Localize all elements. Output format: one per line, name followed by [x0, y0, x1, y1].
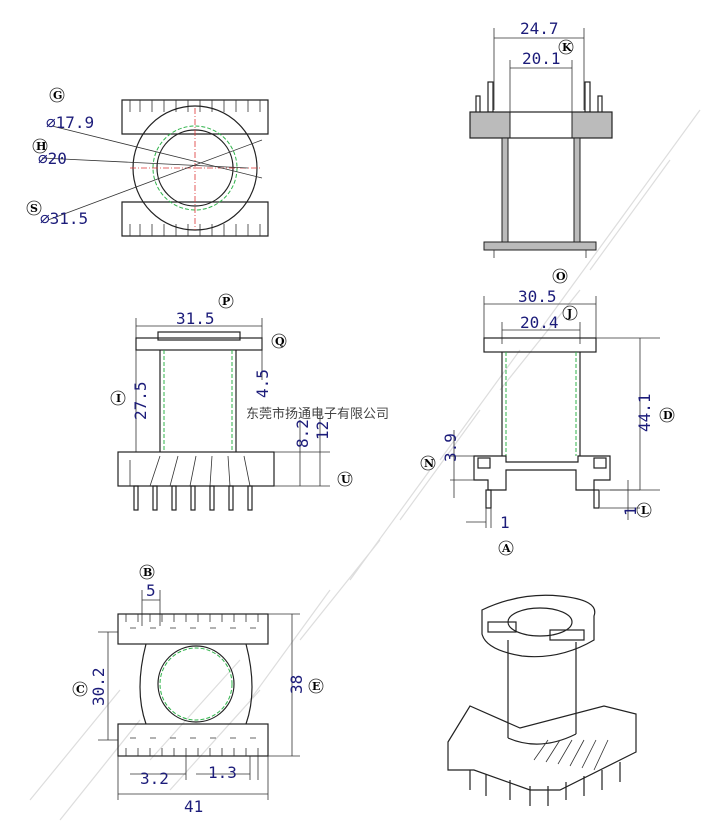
label-P-circle [218, 293, 234, 309]
watermark-text: 东莞市扬通电子有限公司 [246, 406, 389, 422]
dim-Q-value: 4.5 [253, 369, 272, 398]
label-N: N [424, 457, 434, 470]
label-I-circle [110, 390, 126, 406]
label-P: P [222, 295, 230, 308]
label-H: H [36, 140, 46, 153]
label-U: U [341, 473, 351, 486]
dim-D-value: 44.1 [635, 393, 654, 432]
dim-P-value: 31.5 [176, 309, 215, 328]
dim-41: 41 [184, 797, 203, 816]
label-D: D [663, 409, 673, 422]
label-D-circle [659, 407, 675, 423]
label-G-circle [49, 87, 65, 103]
label-S-circle [26, 200, 42, 216]
dim-J-outer: 30.5 [518, 287, 557, 306]
section-view [469, 28, 613, 258]
label-U-circle [337, 471, 353, 487]
label-A-circle [498, 540, 514, 556]
label-A: A [501, 542, 511, 555]
dim-I-value: 27.5 [131, 381, 150, 420]
label-K: K [562, 41, 572, 54]
label-C: C [76, 683, 85, 696]
dim-K-inner: 20.1 [522, 49, 561, 68]
label-G: G [53, 89, 62, 102]
dim-12: 12 [313, 421, 332, 440]
label-H-circle [32, 138, 48, 154]
label-Q: Q [275, 335, 285, 348]
label-L-circle [636, 502, 652, 518]
label-J-circle [562, 305, 578, 321]
dim-G-value: ⌀17.9 [46, 113, 94, 132]
label-I: I [116, 392, 121, 405]
watermark-strokes [29, 109, 701, 821]
label-C-circle [72, 681, 88, 697]
label-E-circle [308, 678, 324, 694]
dim-3-2: 3.2 [140, 769, 169, 788]
dim-A-value: 1 [500, 513, 510, 532]
dim-8-2: 8.2 [293, 419, 312, 448]
isometric-view [447, 594, 637, 806]
label-O: O [556, 270, 566, 283]
dim-S-value: ⌀31.5 [40, 209, 88, 228]
dim-C-value: 30.2 [89, 667, 108, 706]
label-Q-circle [271, 333, 287, 349]
label-E: E [312, 680, 320, 693]
front-view [117, 318, 330, 511]
dim-B-value: 5 [146, 581, 156, 600]
label-J: J [566, 307, 572, 320]
label-S: S [30, 202, 38, 215]
dim-L-value: 1 [621, 506, 640, 516]
bottom-view [98, 590, 300, 800]
top-view [41, 99, 269, 237]
dim-J-inner: 20.4 [520, 313, 559, 332]
label-B-circle [139, 564, 155, 580]
label-K-circle [558, 39, 574, 55]
dim-K-outer: 24.7 [520, 19, 559, 38]
dim-N-value: 3.9 [441, 433, 460, 462]
dim-H-value: ⌀20 [38, 149, 67, 168]
label-L: L [641, 504, 649, 517]
side-view [450, 296, 660, 528]
label-B: B [143, 566, 152, 579]
label-O-circle [552, 268, 568, 284]
dim-E-value: 38 [287, 675, 306, 694]
label-N-circle [420, 455, 436, 471]
dim-1-3: 1.3 [208, 763, 237, 782]
